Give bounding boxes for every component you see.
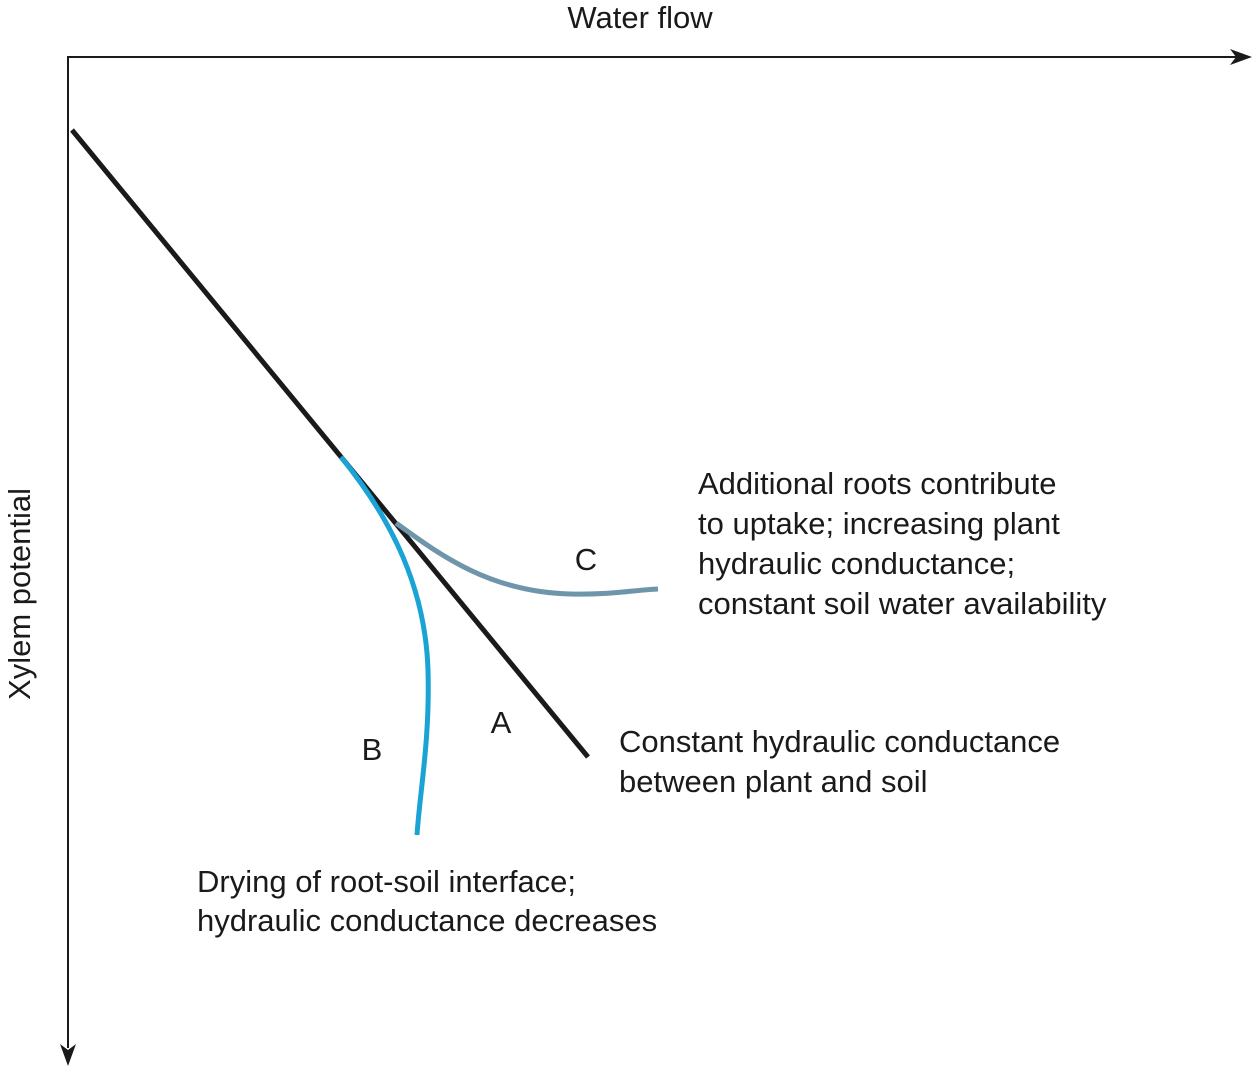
curve-a-line (70, 128, 590, 759)
y-axis-arrowhead (60, 1044, 76, 1066)
curve-c-description: Additional roots contribute to uptake; i… (698, 466, 1107, 621)
curve-a-description-line: Constant hydraulic conductance (619, 724, 1060, 759)
curve-c-letter: C (575, 542, 597, 577)
x-axis-label: Water flow (567, 0, 713, 35)
curve-c-description-line: to uptake; increasing plant (698, 506, 1060, 541)
curve-c-description-line: Additional roots contribute (698, 466, 1056, 501)
x-axis-arrowhead (1230, 49, 1252, 65)
curve-a-description-line: between plant and soil (619, 764, 928, 799)
curve-a-description: Constant hydraulic conductance between p… (619, 724, 1069, 799)
curve-c-line (394, 520, 659, 597)
curve-b-description-line: Drying of root-soil interface; (197, 864, 576, 899)
curve-a-letter: A (491, 705, 512, 740)
curve-c-description-line: constant soil water availability (698, 586, 1107, 621)
curve-c-description-line: hydraulic conductance; (698, 546, 1015, 581)
curve-b-description: Drying of root-soil interface; hydraulic… (197, 864, 657, 938)
curve-b-letter: B (362, 732, 383, 767)
curve-b-description-line: hydraulic conductance decreases (197, 903, 657, 938)
y-axis-label: Xylem potential (2, 488, 37, 700)
curve-b-line (339, 455, 431, 836)
